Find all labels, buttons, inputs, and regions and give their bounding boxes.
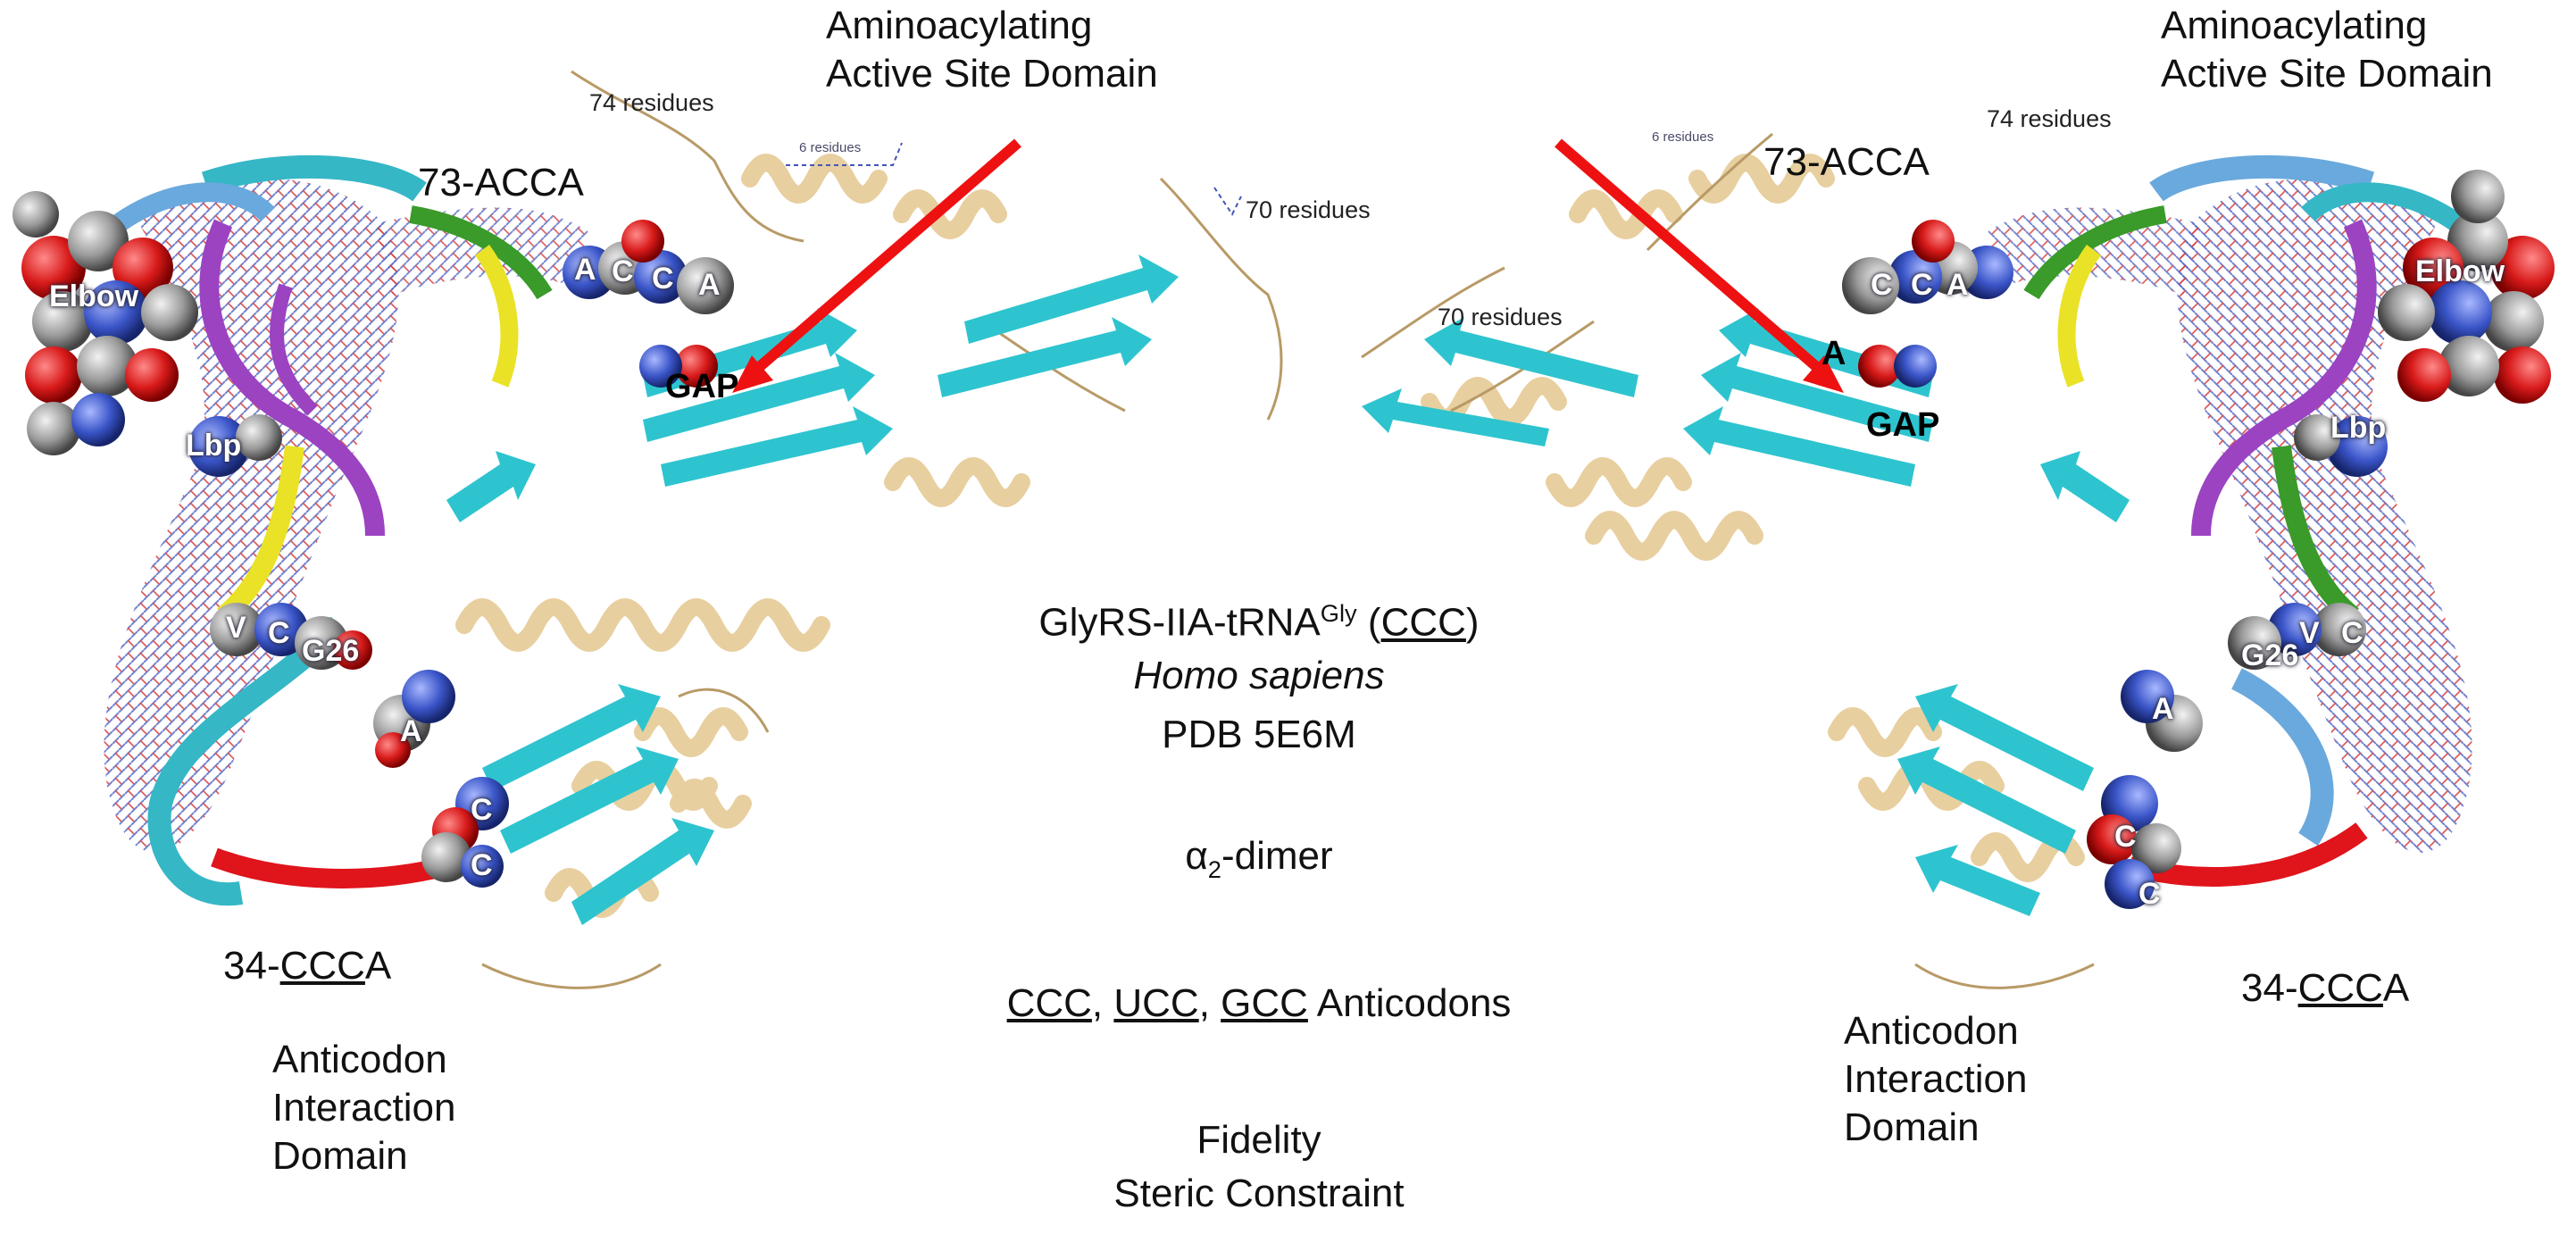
right-acca34-label: 34-CCCA — [2241, 966, 2410, 1010]
center-pdb-label: PDB 5E6M — [1162, 713, 1356, 756]
right-acca-a2: A — [1822, 335, 1847, 372]
right-c-label: C — [2341, 616, 2363, 650]
right-active-site-title-2: Active Site Domain — [2161, 52, 2493, 96]
right-antic-c1: C — [2114, 820, 2137, 854]
left-res74-label: 74 residues — [589, 89, 714, 116]
right-acca73-label: 73-ACCA — [1763, 140, 1930, 184]
left-antic-domain-1: Anticodon — [272, 1038, 447, 1081]
left-lbp-label: Lbp — [186, 429, 242, 463]
left-acca-c2: C — [652, 262, 674, 296]
right-res70-label: 70 residues — [1438, 304, 1563, 330]
left-acca73-label: 73-ACCA — [418, 161, 584, 204]
center-anticodons-label: CCC, UCC, GCC Anticodons — [1006, 981, 1512, 1025]
left-g26-label: G26 — [302, 634, 360, 668]
right-acca-c1: C — [1871, 268, 1893, 302]
right-antic-c2: C — [2138, 877, 2161, 911]
left-molecule — [13, 70, 1283, 989]
left-acca-c1: C — [612, 254, 634, 288]
left-elbow-label: Elbow — [49, 279, 139, 313]
left-res6-label: 6 residues — [799, 140, 862, 155]
left-antic-c1: C — [471, 793, 493, 827]
right-antic-domain-1: Anticodon — [1844, 1009, 2019, 1053]
right-active-site-title-1: Aminoacylating — [2161, 4, 2428, 47]
right-res74-label: 74 residues — [1987, 105, 2112, 132]
left-res70-label: 70 residues — [1246, 196, 1371, 223]
left-acca34-label: 34-CCCA — [223, 944, 392, 988]
right-g26-label: G26 — [2241, 638, 2299, 672]
left-acca-a1: A — [574, 253, 596, 287]
left-antic-domain-3: Domain — [272, 1134, 408, 1178]
right-acca-a1: A — [1947, 268, 1969, 302]
center-organism-label: Homo sapiens — [1133, 654, 1385, 697]
right-molecule — [1361, 132, 2555, 989]
left-v-label: V — [226, 611, 246, 645]
right-lbp-label: Lbp — [2330, 411, 2387, 445]
center-dimer-label: α2-dimer — [1185, 834, 1333, 883]
right-v-label: V — [2299, 616, 2320, 650]
left-antic-domain-2: Interaction — [272, 1086, 456, 1130]
left-antic-c2: C — [471, 848, 493, 882]
right-antic-a: A — [2152, 692, 2174, 726]
left-gap-label: GAP — [665, 368, 739, 405]
right-antic-domain-3: Domain — [1844, 1105, 1980, 1149]
right-acca-c2: C — [1911, 268, 1933, 302]
right-gap-label: GAP — [1866, 406, 1940, 444]
left-antic-a: A — [400, 714, 422, 748]
left-active-site-title-2: Active Site Domain — [826, 52, 1158, 96]
right-elbow-label: Elbow — [2415, 254, 2505, 288]
left-c-label: C — [268, 616, 290, 650]
center-steric-label: Steric Constraint — [1113, 1172, 1405, 1215]
center-fidelity-label: Fidelity — [1196, 1118, 1321, 1162]
center-enzyme-label: GlyRS-IIA-tRNAGly (CCC) — [1038, 599, 1480, 645]
right-antic-domain-2: Interaction — [1844, 1057, 2028, 1101]
right-res6-label: 6 residues — [1652, 129, 1714, 145]
left-acca-a2: A — [698, 268, 721, 302]
left-active-site-title-1: Aminoacylating — [826, 4, 1093, 47]
